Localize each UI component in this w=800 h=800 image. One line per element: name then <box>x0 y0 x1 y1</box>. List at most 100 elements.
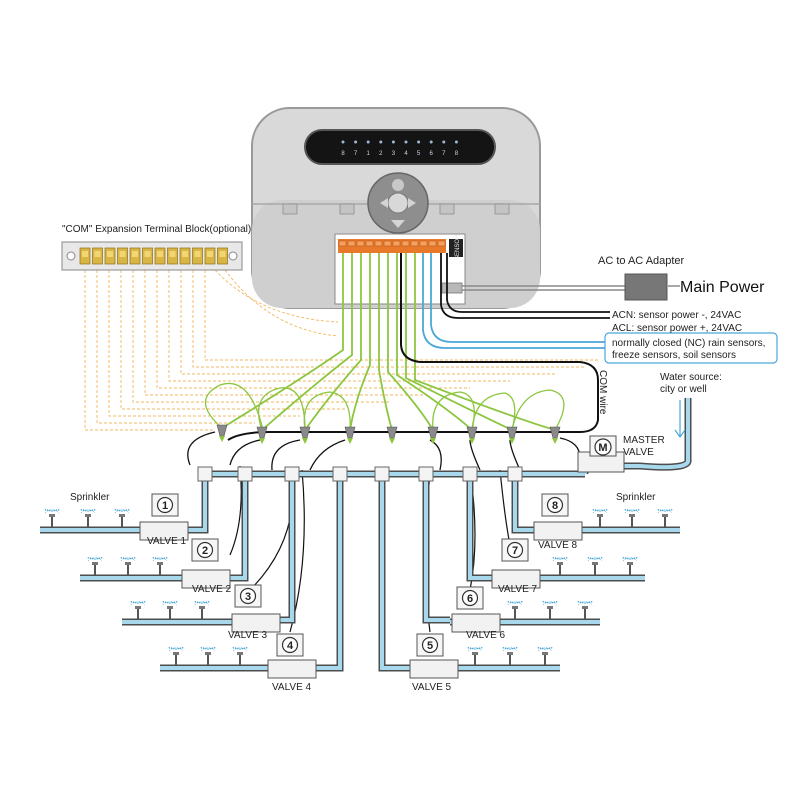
wire-nut <box>256 426 268 444</box>
valve-badge <box>196 541 214 559</box>
sprinkler-head-icon <box>114 509 130 527</box>
com-block-screw <box>219 251 226 257</box>
com-block-screw <box>157 251 163 257</box>
terminal-screw <box>428 240 437 247</box>
zone-led <box>404 140 408 144</box>
sprinkler-head-icon <box>537 647 553 665</box>
sprinkler-head-icon <box>552 557 568 575</box>
com-block-screw <box>107 251 113 257</box>
select-button[interactable] <box>387 192 409 214</box>
sprinkler-head-icon <box>168 647 184 665</box>
zone-led <box>391 140 395 144</box>
sprinkler-head-icon <box>120 557 136 575</box>
sprinkler-label-right: Sprinkler <box>616 492 656 503</box>
com-block-screw <box>119 251 126 257</box>
valve-badge <box>239 587 257 605</box>
sprinkler-head-icon <box>130 601 146 619</box>
terminal-screw <box>356 240 365 247</box>
com-block-screw <box>94 251 101 257</box>
valve-5: 5 <box>409 633 459 679</box>
right-arrow-icon[interactable] <box>408 198 416 208</box>
terminal-screw <box>374 240 383 247</box>
master-valve-label-2: VALVE <box>623 447 654 458</box>
terminal-screw <box>419 240 428 247</box>
valve-badge-text: 1 <box>162 500 168 512</box>
acl-label: ACL: sensor power +, 24VAC <box>612 323 742 334</box>
valve-bodies: 1 2 3 4 5 6 78 <box>139 493 583 679</box>
com-expansion-wires <box>84 270 600 431</box>
navigation-pad[interactable] <box>367 172 429 234</box>
com-block-screw <box>82 251 88 257</box>
com-block-screw <box>207 251 213 257</box>
valve-badge <box>546 496 564 514</box>
zone-led-label: 7 <box>354 151 358 157</box>
sprinklers <box>44 509 673 665</box>
zone-led-label: 8 <box>341 151 345 157</box>
sprinkler-head-icon <box>467 647 483 665</box>
valve-label: VALVE 8 <box>538 540 578 551</box>
sprinkler-head-icon <box>507 601 523 619</box>
terminal-screw <box>365 240 374 247</box>
com-wire-label: COM wire <box>597 370 608 415</box>
sprinkler-head-icon <box>624 509 640 527</box>
zone-led <box>354 140 358 144</box>
sprinkler-head-icon <box>542 601 558 619</box>
wire-nut <box>386 426 398 444</box>
sprinkler-label-left: Sprinkler <box>70 492 110 503</box>
valve-7: 7 <box>491 538 541 589</box>
sprinkler-head-icon <box>194 601 210 619</box>
sprinkler-head-icon <box>152 557 168 575</box>
valve-1: 1 <box>139 493 189 541</box>
com-block-screw <box>132 251 138 257</box>
zone-led-label: 6 <box>430 151 434 157</box>
pipe-tees <box>197 466 523 482</box>
valve-8: 8 <box>533 493 583 541</box>
valve-badge <box>421 636 439 654</box>
sprinkler-head-icon <box>577 601 593 619</box>
zone-led <box>417 140 421 144</box>
terminal-screw <box>347 240 356 247</box>
sensor-wires <box>422 253 605 349</box>
valve-com-leads <box>187 431 581 471</box>
zone-led-label: 4 <box>404 151 408 157</box>
valve-badge-text: 3 <box>245 591 251 603</box>
valve-label: VALVE 7 <box>498 584 538 595</box>
sensor-callout-box <box>604 332 778 364</box>
terminal-screw <box>392 240 401 247</box>
sensor-terminal <box>449 239 463 257</box>
valve-label: VALVE 1 <box>147 536 187 547</box>
wire-nut <box>216 424 228 442</box>
valve-label: VALVE 4 <box>272 682 312 693</box>
power-terminal <box>441 282 463 294</box>
com-block-screw <box>182 251 188 257</box>
water-source-label-2: city or well <box>660 384 707 395</box>
down-arrow-icon[interactable] <box>391 220 405 228</box>
water-source-arrow <box>674 400 686 439</box>
com-block-screw <box>144 251 151 257</box>
up-arrow-icon[interactable] <box>392 179 404 191</box>
zone-led-label: 7 <box>442 151 446 157</box>
valve-label: VALVE 2 <box>192 584 232 595</box>
valve-label: VALVE 3 <box>228 630 268 641</box>
zone-led-label: 1 <box>367 151 371 157</box>
zone-led <box>379 140 383 144</box>
terminal-strip <box>338 239 463 257</box>
sprinkler-head-icon <box>622 557 638 575</box>
sprinkler-head-icon <box>87 557 103 575</box>
master-valve-badge-text: M <box>598 442 607 454</box>
terminal-screw <box>383 240 392 247</box>
sprinkler-head-icon <box>44 509 60 527</box>
valve-4: 4 <box>267 633 317 679</box>
valve-badge-text: 6 <box>467 593 473 605</box>
valve-2: 2 <box>181 538 231 589</box>
terminal-screw <box>401 240 410 247</box>
zone-led <box>429 140 433 144</box>
left-arrow-icon[interactable] <box>380 198 388 208</box>
valve-3: 3 <box>231 584 281 633</box>
water-source-label-1: Water source: <box>660 372 722 383</box>
com-block-screw <box>194 251 201 257</box>
